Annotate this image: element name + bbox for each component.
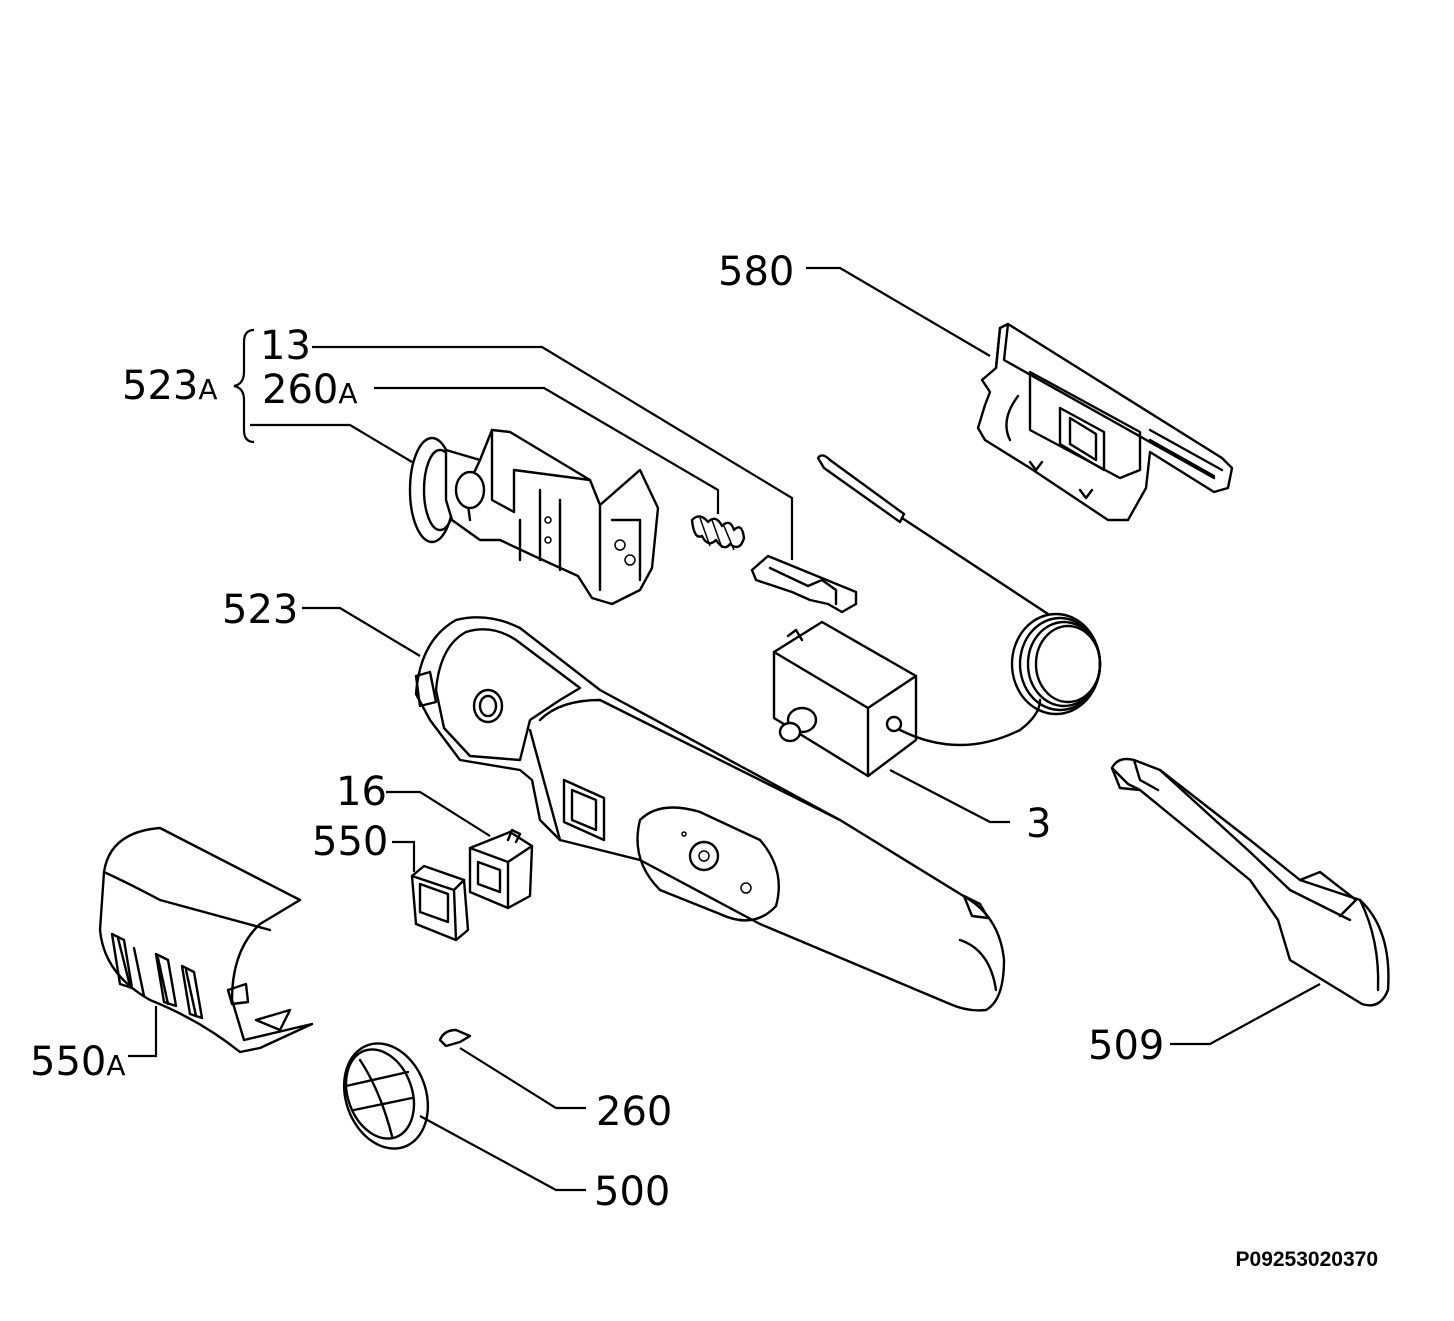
part-260-clip [438, 1028, 472, 1048]
callout-16: 16 [336, 769, 387, 815]
callout-260: 260 [596, 1089, 673, 1135]
part-260a-spring [690, 515, 746, 551]
callout-550: 550 [312, 819, 389, 865]
document-id: P09253020370 [1235, 1248, 1378, 1271]
part-580-bracket [976, 322, 1234, 522]
callout-3: 3 [1026, 801, 1052, 847]
part-3-thermostat [772, 454, 1102, 778]
part-550a-cover [98, 826, 314, 1054]
callout-500: 500 [594, 1169, 671, 1215]
part-16-switch [468, 828, 534, 910]
part-509-handle [1110, 757, 1390, 1007]
leader-lines [128, 266, 1321, 1192]
callout-260a: 260A [262, 367, 358, 413]
callout-580: 580 [718, 249, 795, 295]
callout-509: 509 [1088, 1023, 1165, 1069]
callout-523: 523 [222, 587, 299, 633]
part-550-button [410, 864, 470, 942]
callout-13: 13 [260, 323, 311, 369]
callout-550a: 550A [30, 1039, 126, 1085]
part-523-housing [414, 616, 1006, 1012]
callout-523a: 523A [122, 363, 218, 409]
part-13-slider [750, 554, 858, 614]
group-brace [233, 328, 255, 444]
part-523a-assembly [408, 428, 660, 606]
part-500-knob [342, 1042, 430, 1150]
